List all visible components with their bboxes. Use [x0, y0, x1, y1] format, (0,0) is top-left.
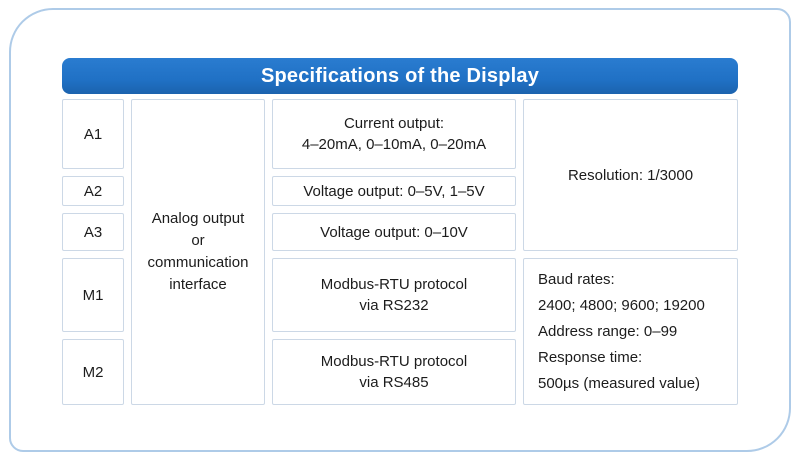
comm-details-cell: Baud rates: 2400; 4800; 9600; 19200 Addr… [523, 258, 738, 405]
page-title: Specifications of the Display [260, 64, 540, 87]
row-id-m1: M1 [62, 258, 124, 332]
row-id-m2: M2 [62, 339, 124, 405]
row-id-a2: A2 [62, 176, 124, 206]
spec-cell-m1: Modbus-RTU protocol via RS232 [272, 258, 516, 332]
spec-cell-m2: Modbus-RTU protocol via RS485 [272, 339, 516, 405]
row-id-a3: A3 [62, 213, 124, 251]
spec-cell-a2: Voltage output: 0–5V, 1–5V [272, 176, 516, 206]
spec-card: Specifications of the Display A1 A2 A3 M… [9, 8, 791, 452]
comm-line-response-value: 500µs (measured value) [538, 375, 701, 392]
group-label-cell: Analog output or communication interface [131, 99, 265, 405]
spec-cell-a1: Current output: 4–20mA, 0–10mA, 0–20mA [272, 99, 516, 169]
spec-cell-a3: Voltage output: 0–10V [272, 213, 516, 251]
spec-table: A1 A2 A3 M1 M2 Analog output or communic… [62, 99, 738, 405]
resolution-cell: Resolution: 1/3000 [523, 99, 738, 251]
comm-line-address-range: Address range: 0–99 [538, 323, 678, 340]
comm-line-baud-label: Baud rates: [538, 271, 615, 288]
comm-line-baud-values: 2400; 4800; 9600; 19200 [538, 297, 705, 314]
title-bar: Specifications of the Display [62, 58, 738, 94]
comm-line-response-label: Response time: [538, 349, 643, 366]
row-id-a1: A1 [62, 99, 124, 169]
